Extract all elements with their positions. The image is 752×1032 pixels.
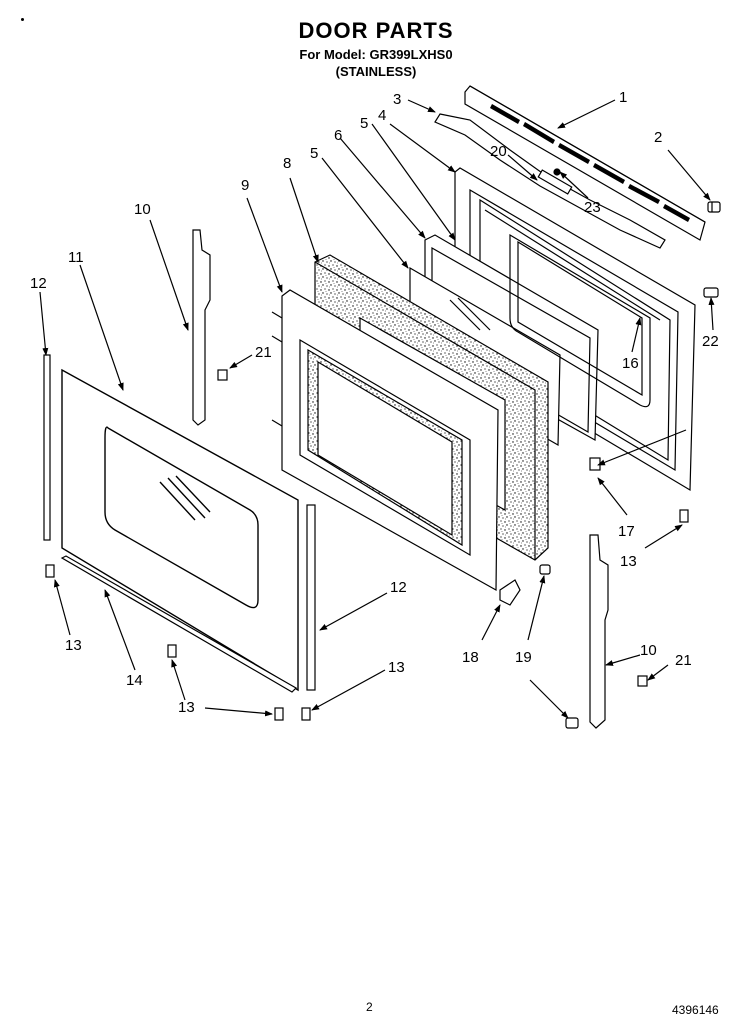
callout-1: 1 [619, 89, 627, 106]
callout-12-right: 12 [390, 579, 407, 596]
callout-4: 4 [378, 107, 386, 124]
callout-2: 2 [654, 129, 662, 146]
callout-17: 17 [618, 523, 635, 540]
callout-8: 8 [283, 155, 291, 172]
part-10-hinges [192, 229, 609, 729]
callout-9: 9 [241, 177, 249, 194]
model-line: For Model: GR399LXHS0 [299, 47, 453, 62]
callout-3: 3 [393, 91, 401, 108]
corner-dot-mark [21, 18, 24, 21]
callout-20: 20 [490, 143, 507, 160]
callout-13-right: 13 [620, 553, 637, 570]
small-hardware [45, 168, 719, 729]
callout-5-lower: 5 [310, 145, 318, 162]
callout-labels: 1 2 3 4 5 5 6 8 9 10 10 11 12 12 13 13 1… [30, 89, 719, 716]
document-number: 4396146 [672, 1003, 719, 1017]
leader-lines [39, 99, 715, 719]
page-title: DOOR PARTS [298, 18, 454, 43]
callout-21-left: 21 [255, 344, 272, 361]
finish-line: (STAINLESS) [335, 64, 417, 79]
callout-19: 19 [515, 649, 532, 666]
callout-10-right: 10 [640, 642, 657, 659]
callout-10-left: 10 [134, 201, 151, 218]
callout-12-left: 12 [30, 275, 47, 292]
callout-18: 18 [462, 649, 479, 666]
part-2-screw [707, 201, 721, 213]
part-16-door-gasket [509, 233, 651, 408]
callout-16: 16 [622, 355, 639, 372]
callout-13-left: 13 [65, 637, 82, 654]
callout-22: 22 [702, 333, 719, 350]
callout-6: 6 [334, 127, 342, 144]
callout-11: 11 [68, 249, 84, 266]
callout-14: 14 [126, 672, 143, 689]
callout-23: 23 [584, 199, 601, 216]
part-11-outer-door-panel [61, 368, 299, 692]
callout-13-lower-right: 13 [388, 659, 405, 676]
callout-13-bottom: 13 [178, 699, 195, 716]
callout-21-right: 21 [675, 652, 692, 669]
part-9-door-liner [271, 289, 499, 592]
part-14-bottom-trim [60, 555, 297, 693]
page-number: 2 [366, 1000, 373, 1014]
callout-5-upper: 5 [360, 115, 368, 132]
